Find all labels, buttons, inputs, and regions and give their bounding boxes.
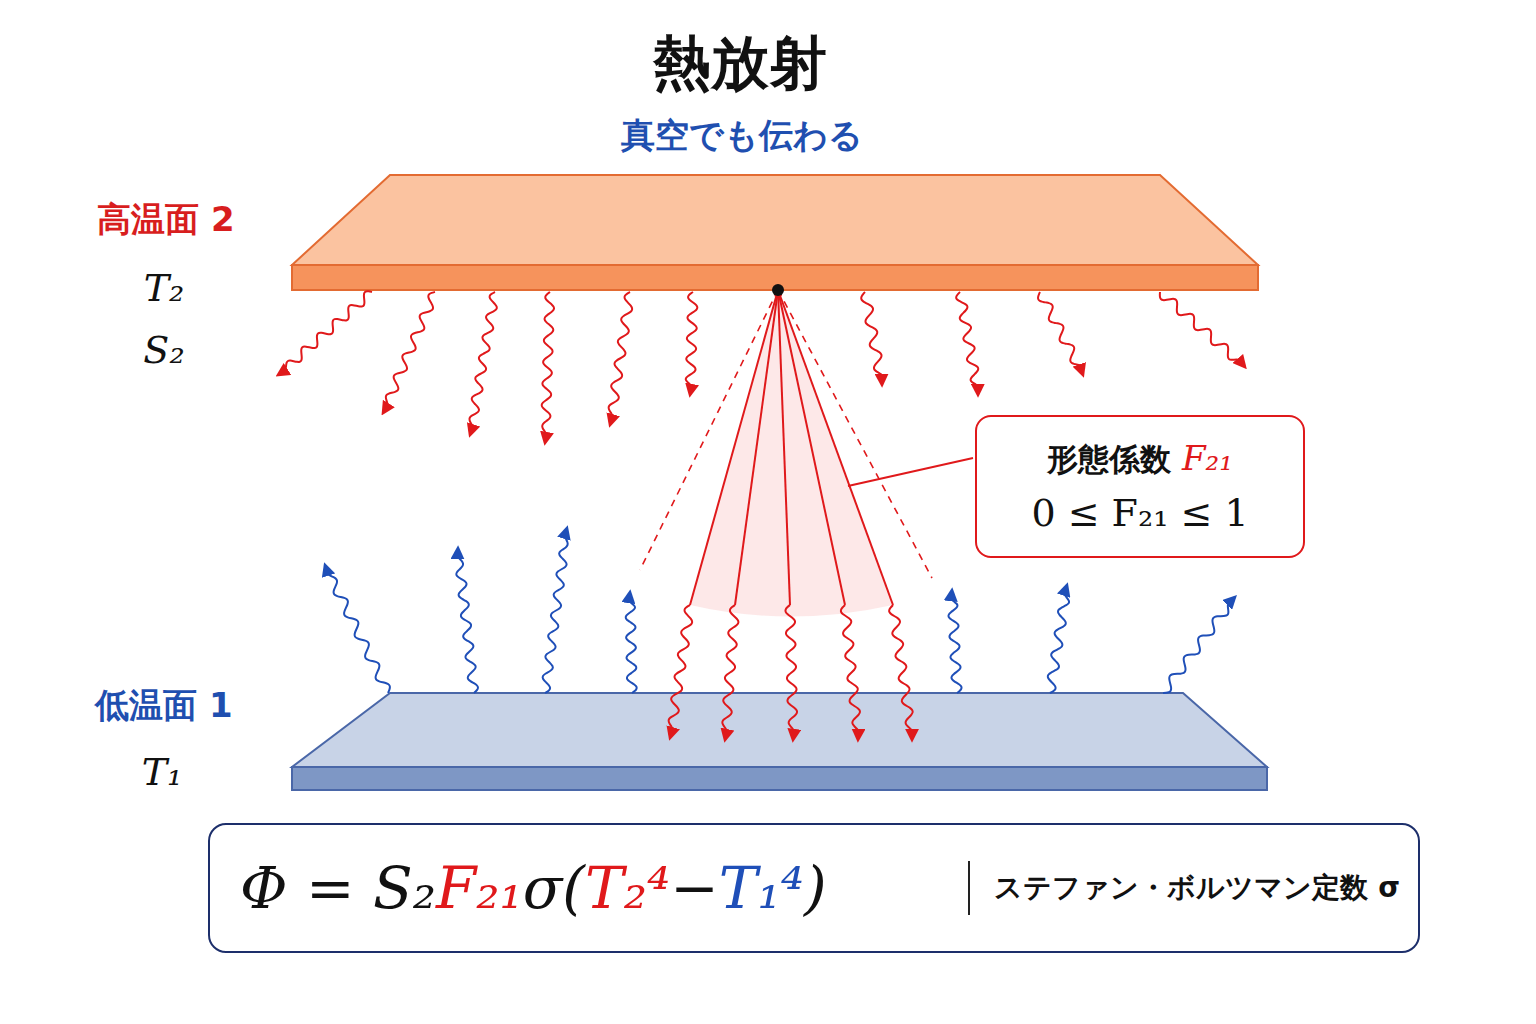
radiation-wave: [785, 605, 797, 740]
cone-limit: [778, 290, 932, 578]
callout-box: 形態係数 F₂₁ 0 ≤ F₂₁ ≤ 1: [975, 415, 1305, 558]
subtitle: 真空でも伝わる: [621, 113, 863, 159]
formula-note: ステファン・ボルツマン定数 σ: [968, 861, 1400, 914]
radiation-wave: [383, 292, 435, 413]
view-factor-label: 形態係数 F₂₁: [1047, 438, 1233, 481]
cone-limit: [640, 290, 778, 570]
radiation-wave: [686, 292, 698, 395]
radiation-wave: [1048, 585, 1069, 693]
cone-ray: [690, 290, 778, 605]
hot-plate: [292, 175, 1258, 290]
radiation-wave: [543, 528, 568, 693]
cold-plate: [292, 693, 1267, 790]
view-cone: [690, 290, 893, 617]
radiation-wave: [669, 605, 693, 738]
radiation-wave: [609, 292, 633, 425]
radiation-wave: [542, 292, 554, 443]
radiation-wave: [1038, 292, 1083, 375]
surface-name: 低温面 1: [95, 683, 233, 729]
radiation-wave: [278, 291, 372, 375]
radiation-wave: [456, 548, 478, 693]
radiation-wave: [956, 292, 979, 395]
radiation-wave: [325, 565, 390, 693]
temperature-symbol: T₁: [142, 750, 183, 794]
radiation-wave: [841, 605, 860, 740]
radiation-wave: [1163, 597, 1235, 693]
view-factor-range: 0 ≤ F₂₁ ≤ 1: [1031, 491, 1248, 535]
radiation-wave: [1160, 292, 1245, 367]
leader-line: [848, 458, 973, 486]
emission-point: [772, 284, 784, 296]
cone-ray: [735, 290, 778, 605]
cone-ray: [778, 290, 893, 605]
radiation-wave: [722, 605, 738, 740]
radiation-wave: [469, 292, 496, 435]
title: 熱放射: [653, 25, 827, 103]
radiation-wave: [626, 592, 637, 693]
radiation-wave: [861, 292, 883, 385]
radiation-wave: [889, 605, 913, 740]
cone-rays: [690, 290, 893, 605]
radiation-wave: [948, 590, 961, 693]
temperature-symbol: T₂: [144, 266, 185, 310]
formula-box: Φ = S₂F₂₁σ(T₂⁴−T₁⁴) ステファン・ボルツマン定数 σ: [208, 823, 1420, 953]
area-symbol: S₂: [143, 328, 184, 372]
formula: Φ = S₂F₂₁σ(T₂⁴−T₁⁴): [240, 854, 827, 922]
surface-name: 高温面 2: [97, 197, 235, 243]
